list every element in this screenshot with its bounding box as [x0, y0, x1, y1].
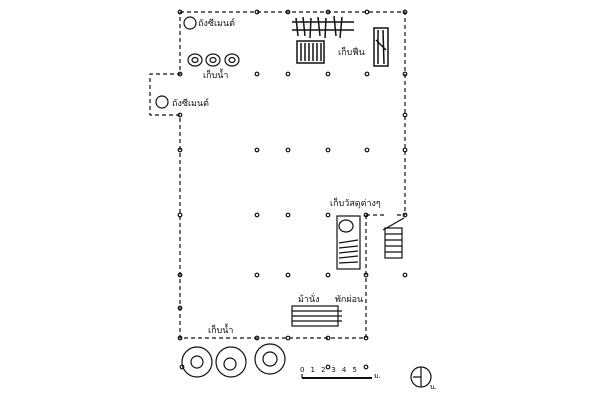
- column-marker: [285, 147, 291, 153]
- scale-ticks: 012345: [300, 366, 363, 374]
- column-marker: [285, 212, 291, 218]
- column-marker: [325, 212, 331, 218]
- column-marker: [177, 112, 183, 118]
- column-marker: [325, 364, 331, 370]
- scale-unit: ม.: [374, 372, 381, 380]
- column-marker: [402, 112, 408, 118]
- column-marker: [254, 272, 260, 278]
- column-marker: [325, 147, 331, 153]
- column-marker: [325, 9, 331, 15]
- column-marker: [177, 9, 183, 15]
- column-grid: [177, 9, 408, 370]
- column-marker: [402, 147, 408, 153]
- label-water-storage-bottom: เก็บน้ำ: [208, 326, 234, 336]
- column-marker: [364, 71, 370, 77]
- materials-storage: [336, 215, 361, 270]
- column-marker: [254, 212, 260, 218]
- column-marker: [364, 9, 370, 15]
- column-marker: [363, 212, 369, 218]
- water-tanks-bottom: [181, 343, 286, 378]
- column-marker: [325, 272, 331, 278]
- bench: [291, 305, 342, 327]
- column-marker: [254, 335, 260, 341]
- column-marker: [325, 71, 331, 77]
- column-marker: [177, 305, 183, 311]
- label-cement-tank-top: ถังซีเมนต์: [198, 19, 235, 29]
- column-marker: [177, 272, 183, 278]
- label-materials-storage: เก็บวัสดุต่างๆ: [330, 199, 381, 209]
- column-marker: [285, 272, 291, 278]
- column-marker: [177, 335, 183, 341]
- column-marker: [402, 272, 408, 278]
- column-marker: [363, 272, 369, 278]
- column-marker: [177, 147, 183, 153]
- water-tanks-top: [187, 53, 240, 67]
- label-firewood-storage: เก็บฟืน: [338, 48, 365, 58]
- column-marker: [402, 212, 408, 218]
- north-arrow: [410, 366, 432, 388]
- building-outline: [149, 11, 406, 339]
- label-bench: ม้านั่ง: [298, 295, 320, 305]
- label-cement-tank-side: ถังซีเมนต์: [172, 99, 209, 109]
- firewood-pile: [292, 15, 389, 67]
- column-marker: [177, 71, 183, 77]
- scale-bar: [301, 374, 372, 379]
- label-rest: พักผ่อน: [335, 295, 364, 305]
- column-marker: [285, 335, 291, 341]
- column-marker: [254, 9, 260, 15]
- cement-tank-top: [183, 16, 197, 30]
- column-marker: [363, 335, 369, 341]
- column-marker: [285, 9, 291, 15]
- column-marker: [254, 71, 260, 77]
- stairs: [382, 217, 405, 259]
- column-marker: [254, 147, 260, 153]
- column-marker: [177, 212, 183, 218]
- column-marker: [363, 364, 369, 370]
- north-label: น.: [430, 383, 438, 391]
- label-water-storage-top: เก็บน้ำ: [203, 71, 229, 81]
- cement-tank-side: [155, 95, 169, 109]
- column-marker: [285, 71, 291, 77]
- column-marker: [402, 71, 408, 77]
- column-marker: [402, 9, 408, 15]
- column-marker: [364, 147, 370, 153]
- column-marker: [325, 335, 331, 341]
